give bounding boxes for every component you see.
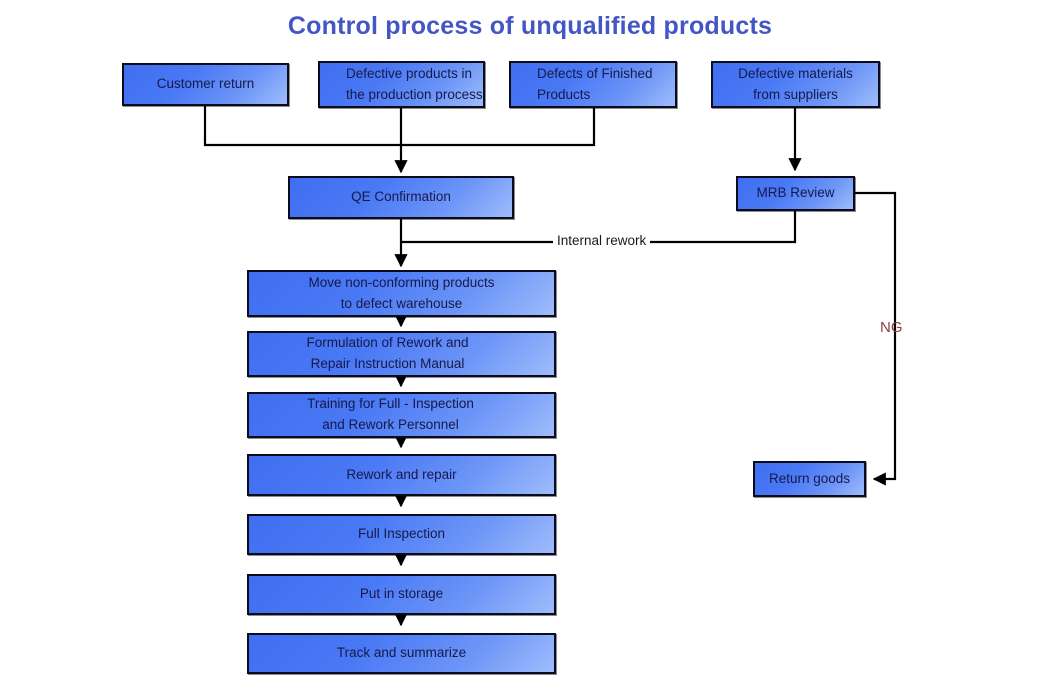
node-line: Put in storage xyxy=(359,586,444,602)
node-line: Defective materials xyxy=(738,65,853,81)
node-line: MRB Review xyxy=(756,185,835,201)
node-line: Repair Instruction Manual xyxy=(310,356,465,371)
edge-mrb-ng-to-return-goods xyxy=(855,191,897,486)
node-move-non-conforming-products[interactable]: Move non-conforming products to defect w… xyxy=(247,270,556,317)
node-customer-return[interactable]: Customer return xyxy=(122,63,289,106)
node-defects-finished-products[interactable]: Defects of Finished Products xyxy=(509,61,677,108)
node-line: QE Confirmation xyxy=(351,189,451,205)
node-line: Rework and repair xyxy=(346,466,457,482)
node-line: from suppliers xyxy=(753,86,838,102)
node-line: and Rework Personnel xyxy=(322,417,459,432)
node-line: Full Inspection xyxy=(357,526,446,542)
edge-label-ng: NG xyxy=(880,319,903,336)
node-formulation-of-rework[interactable]: Formulation of Rework and Repair Instruc… xyxy=(247,331,556,377)
node-line: the production process xyxy=(346,86,483,102)
node-put-in-storage[interactable]: Put in storage xyxy=(247,574,556,615)
node-line: Formulation of Rework and xyxy=(306,335,469,351)
edge-customer-return-to-qe xyxy=(203,106,401,147)
node-line: Products xyxy=(537,86,591,102)
node-line: Defective products in xyxy=(346,65,473,81)
page-title: Control process of unqualified products xyxy=(287,12,773,40)
node-training-full-inspection[interactable]: Training for Full - Inspection and Rewor… xyxy=(247,392,556,438)
node-line: to defect warehouse xyxy=(340,295,463,311)
node-full-inspection[interactable]: Full Inspection xyxy=(247,514,556,555)
node-line: Defects of Finished xyxy=(537,65,653,81)
node-rework-and-repair[interactable]: Rework and repair xyxy=(247,454,556,496)
node-defective-products-production[interactable]: Defective products in the production pro… xyxy=(318,61,485,108)
node-line: Return goods xyxy=(768,470,851,486)
node-line: Training for Full - Inspection xyxy=(307,396,474,412)
node-mrb-review[interactable]: MRB Review xyxy=(736,176,855,211)
node-line: Move non-conforming products xyxy=(308,274,495,290)
node-line: Customer return xyxy=(156,76,255,92)
node-qe-confirmation[interactable]: QE Confirmation xyxy=(288,176,514,219)
edge-label-internal-rework: Internal rework xyxy=(553,233,651,248)
node-defective-materials-suppliers[interactable]: Defective materials from suppliers xyxy=(711,61,880,108)
node-track-and-summarize[interactable]: Track and summarize xyxy=(247,633,556,674)
node-line: Track and summarize xyxy=(336,645,467,661)
edge-defects-finished-to-qe xyxy=(401,106,596,147)
node-return-goods[interactable]: Return goods xyxy=(753,461,866,497)
